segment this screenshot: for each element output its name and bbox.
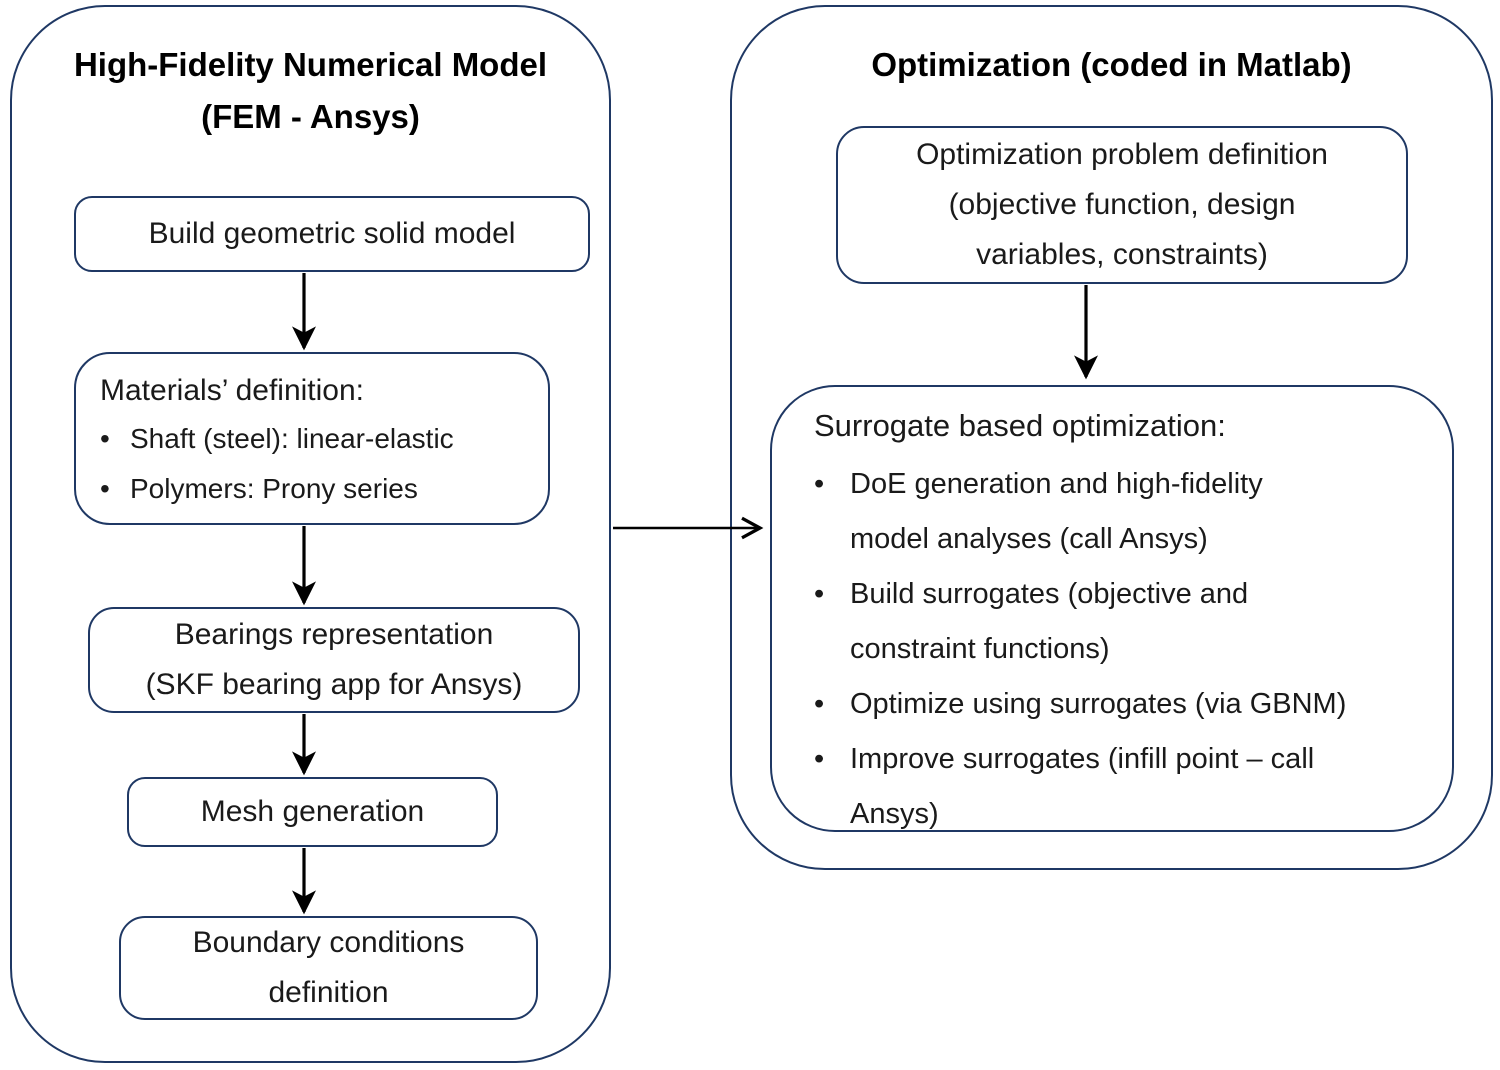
bullet-dot-icon	[814, 677, 850, 732]
bullet-text: Polymers: Prony series	[130, 473, 418, 504]
bullet-text: DoE generation and high-fidelity model a…	[850, 457, 1263, 567]
node-label-line1: Bearings representation	[174, 618, 494, 651]
left-panel-title: High-Fidelity Numerical Model (FEM - Ans…	[12, 39, 609, 143]
left-panel-title-line1: High-Fidelity Numerical Model	[73, 46, 548, 83]
node-label-line1: Optimization problem definition	[916, 138, 1328, 171]
materials-bullet-list: Shaft (steel): linear-elastic Polymers: …	[100, 414, 534, 514]
box-materials-definition: Materials’ definition: Shaft (steel): li…	[74, 352, 550, 525]
list-item: Build surrogates (objective and constrai…	[814, 567, 1426, 677]
bullet-line: Build surrogates (objective and	[850, 578, 1249, 610]
materials-heading: Materials’ definition:	[100, 374, 365, 407]
box-build-geometric-model: Build geometric solid model	[74, 196, 590, 272]
box-bearings-representation: Bearings representation (SKF bearing app…	[88, 607, 580, 713]
bullet-line: DoE generation and high-fidelity	[850, 468, 1263, 500]
bullet-line: model analyses (call Ansys)	[850, 523, 1208, 555]
right-panel-title: Optimization (coded in Matlab)	[732, 39, 1491, 91]
box-optimization-problem-definition: Optimization problem definition (objecti…	[836, 126, 1408, 284]
node-label-line2: definition	[268, 976, 389, 1009]
bullet-line: constraint functions)	[850, 633, 1110, 665]
box-surrogate-based-optimization: Surrogate based optimization: DoE genera…	[770, 385, 1454, 832]
box-mesh-generation: Mesh generation	[127, 777, 498, 847]
bullet-dot-icon	[100, 414, 130, 464]
bullet-dot-icon	[814, 457, 850, 512]
surrogate-heading: Surrogate based optimization:	[814, 408, 1226, 443]
bullet-line: Optimize using surrogates (via GBNM)	[850, 688, 1347, 720]
node-label: Build geometric solid model	[148, 217, 516, 250]
bullet-text: Build surrogates (objective and constrai…	[850, 567, 1248, 677]
surrogate-bullet-list: DoE generation and high-fidelity model a…	[814, 457, 1426, 842]
list-item: Improve surrogates (infill point – call …	[814, 732, 1426, 842]
right-panel-title-text: Optimization (coded in Matlab)	[871, 46, 1352, 83]
list-item: DoE generation and high-fidelity model a…	[814, 457, 1426, 567]
bullet-dot-icon	[100, 464, 130, 514]
bullet-dot-icon	[814, 732, 850, 787]
bullet-dot-icon	[814, 567, 850, 622]
node-label: Mesh generation	[200, 795, 425, 828]
list-item: Shaft (steel): linear-elastic	[100, 414, 534, 464]
bullet-line: Ansys)	[850, 798, 939, 830]
bullet-text: Improve surrogates (infill point – call …	[850, 732, 1314, 842]
list-item: Polymers: Prony series	[100, 464, 534, 514]
bullet-text: Shaft (steel): linear-elastic	[130, 423, 454, 454]
node-label-line2: (objective function, design	[948, 188, 1296, 221]
node-label-line1: Boundary conditions	[192, 926, 465, 959]
list-item: Optimize using surrogates (via GBNM)	[814, 677, 1426, 732]
left-panel-title-line2: (FEM - Ansys)	[201, 98, 420, 135]
node-label-line2: (SKF bearing app for Ansys)	[145, 668, 523, 701]
node-label-line3: variables, constraints)	[976, 238, 1268, 271]
bullet-text: Optimize using surrogates (via GBNM)	[850, 677, 1346, 732]
box-boundary-conditions: Boundary conditions definition	[119, 916, 538, 1020]
high-fidelity-model-panel: High-Fidelity Numerical Model (FEM - Ans…	[10, 5, 611, 1063]
bullet-line: Improve surrogates (infill point – call	[850, 743, 1315, 775]
